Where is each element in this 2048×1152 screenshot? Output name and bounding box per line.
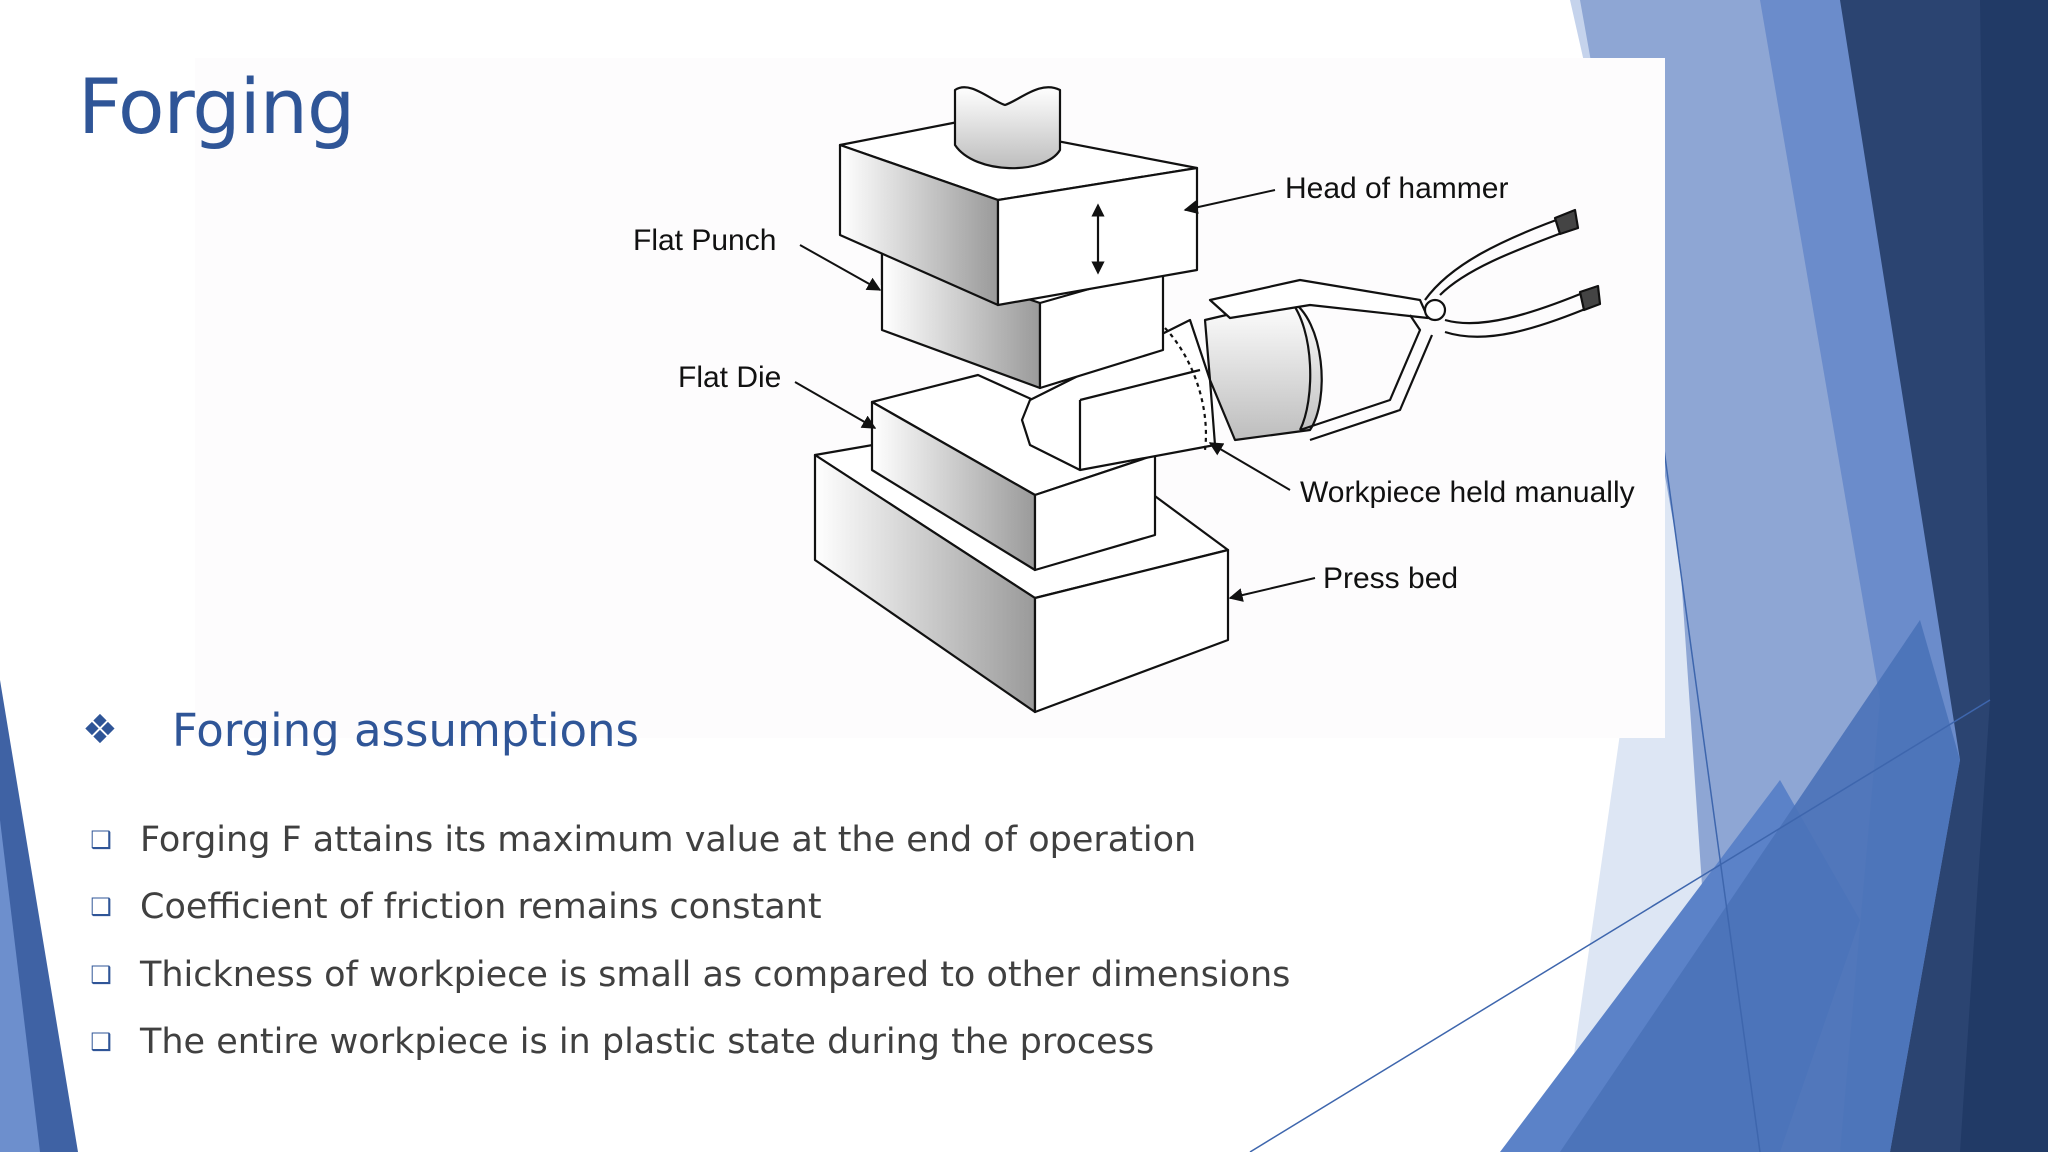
deco-shape-bright-blue (1560, 620, 1960, 1152)
deco-thin-line-1 (1249, 699, 1991, 1152)
square-bullet-icon: ❑ (90, 825, 112, 854)
deco-shape-left-light (0, 820, 40, 1152)
leader-flat-die (794, 381, 877, 429)
list-item: ❑ Thickness of workpiece is small as com… (90, 941, 1291, 1009)
square-bullet-icon: ❑ (90, 1028, 112, 1057)
section-heading: ❖ Forging assumptions (82, 700, 639, 760)
diamond-bullet-icon: ❖ (82, 707, 118, 753)
section-heading-text: Forging assumptions (172, 703, 640, 757)
label-workpiece: Workpiece held manually (1300, 476, 1635, 509)
square-bullet-icon: ❑ (90, 893, 112, 922)
deco-thin-line-2 (1659, 419, 1761, 1152)
leader-workpiece (1208, 442, 1291, 491)
leader-flat-punch (799, 244, 882, 291)
slide-title: Forging (78, 62, 355, 151)
label-flat-die: Flat Die (678, 361, 781, 394)
workpiece (1020, 298, 1323, 472)
list-item: ❑ Coefficient of friction remains consta… (90, 874, 1290, 942)
list-item: ❑ Forging F attains its maximum value at… (90, 806, 1290, 874)
list-item-text: Thickness of workpiece is small as compa… (140, 954, 1291, 995)
leader-press-bed (1228, 577, 1316, 602)
label-head-of-hammer: Head of hammer (1285, 172, 1508, 205)
list-item: ❑ The entire workpiece is in plastic sta… (90, 1009, 1290, 1077)
list-item-text: The entire workpiece is in plastic state… (140, 1022, 1155, 1063)
tongs (1208, 208, 1602, 442)
hammer-head (838, 86, 1199, 307)
label-flat-punch: Flat Punch (633, 224, 776, 257)
list-item-text: Forging F attains its maximum value at t… (140, 819, 1197, 860)
forging-diagram: Head of hammer Flat Punch Flat Die Workp… (633, 86, 1635, 714)
label-press-bed: Press bed (1323, 562, 1458, 595)
list-item-text: Coefficient of friction remains constant (140, 887, 822, 928)
assumptions-list: ❑ Forging F attains its maximum value at… (90, 806, 1291, 1077)
deco-shape-navy (1960, 0, 2048, 1152)
square-bullet-icon: ❑ (90, 960, 112, 989)
leader-head-of-hammer (1183, 189, 1276, 215)
